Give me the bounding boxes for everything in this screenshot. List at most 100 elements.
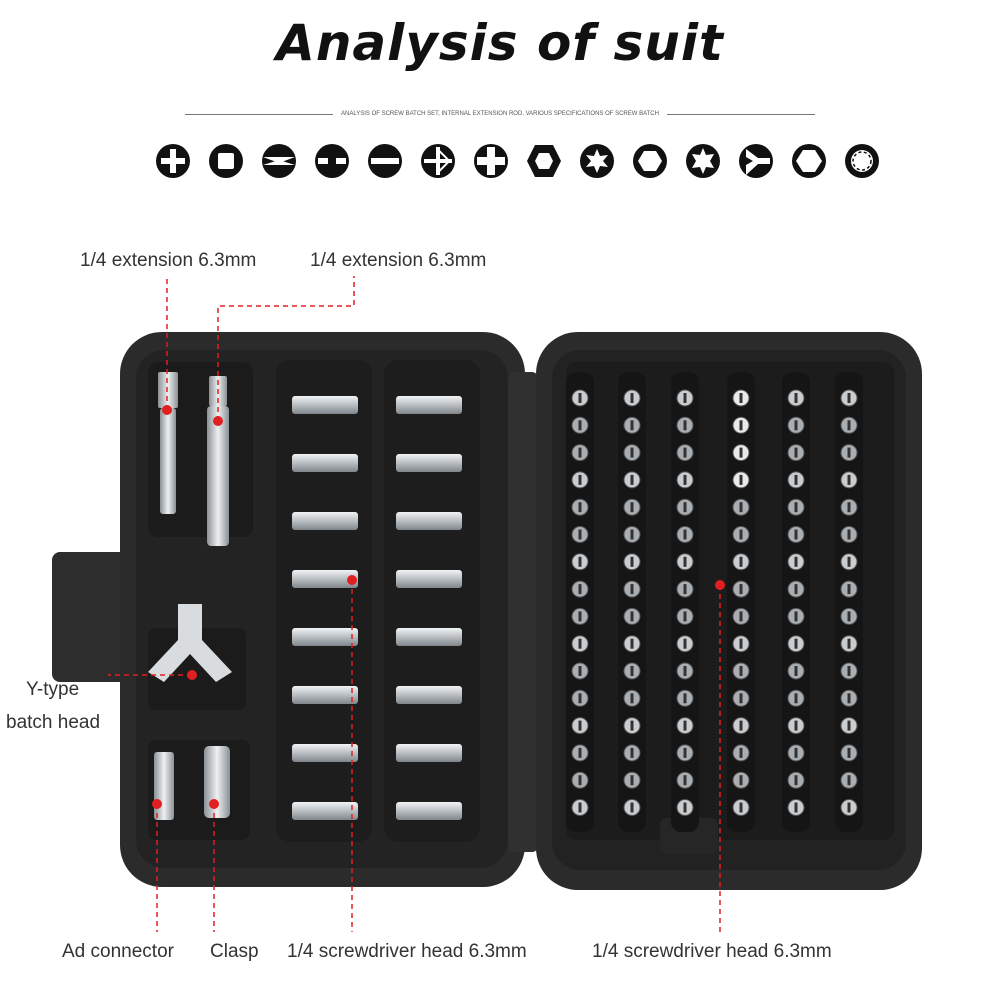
bit-tip-mark	[683, 584, 687, 595]
bit-tip-mark	[630, 693, 634, 704]
bit-tip-mark	[739, 775, 743, 786]
bit-tip-mark	[739, 693, 743, 704]
bit-tip-mark	[847, 611, 851, 622]
long-bits-column-1	[292, 396, 358, 820]
bit-slot	[727, 372, 755, 832]
bit-tip-mark	[794, 802, 798, 813]
extension-rods	[158, 372, 229, 546]
bit-tip-mark	[794, 584, 798, 595]
bit-tip-mark	[683, 393, 687, 403]
bit-tip-mark	[630, 420, 634, 431]
bit-tip-mark	[683, 420, 687, 431]
bit-tip-mark	[794, 420, 798, 431]
bit-tip-mark	[739, 802, 743, 813]
bit-tip-mark	[683, 693, 687, 704]
bit-tip-mark	[847, 474, 851, 485]
bit-tip-mark	[739, 611, 743, 622]
bit-tip-mark	[683, 556, 687, 567]
bit-slot	[835, 372, 863, 832]
bit-tip-mark	[630, 502, 634, 513]
bit-tip-mark	[847, 584, 851, 595]
bit-slot	[782, 372, 810, 832]
bit-tip-mark	[847, 747, 851, 758]
bit-tip-mark	[739, 502, 743, 513]
screwdriver-head-right-label: 1/4 screwdriver head 6.3mm	[592, 941, 832, 962]
bit-tip-mark	[630, 775, 634, 786]
bit-tip-mark	[739, 447, 743, 458]
bit-slot	[671, 372, 699, 832]
bit-tip-mark	[847, 529, 851, 540]
page-title: Analysis of suit	[276, 14, 724, 72]
bit-tip-mark	[739, 529, 743, 540]
bit-tip-mark	[683, 502, 687, 513]
bit-tip-mark	[578, 638, 582, 649]
bit-tip-mark	[578, 502, 582, 513]
bit-tip-mark	[683, 720, 687, 731]
bit-slot	[618, 372, 646, 832]
y-type-label-line2: batch head	[6, 712, 101, 733]
bit-tip-mark	[630, 611, 634, 622]
bit-tip-mark	[794, 747, 798, 758]
bit-tip-mark	[739, 720, 743, 731]
bit-tip-mark	[578, 420, 582, 431]
bit-tip-mark	[794, 611, 798, 622]
bit-tip-mark	[683, 666, 687, 676]
bit-tip-mark	[683, 775, 687, 786]
bit-tip-mark	[578, 474, 582, 485]
bit-tip-mark	[794, 529, 798, 540]
bit-tip-mark	[578, 447, 582, 458]
extension-left-label: 1/4 extension 6.3mm	[80, 250, 257, 271]
bit-tip-mark	[630, 529, 634, 540]
cross-icon	[474, 144, 508, 178]
extension-right-label: 1/4 extension 6.3mm	[310, 250, 487, 271]
bit-tip-mark	[630, 584, 634, 595]
bit-tip-mark	[847, 502, 851, 513]
long-bits-column-2	[396, 396, 462, 820]
subtitle: ANALYSIS OF SCREW BATCH SET, INTERNAL EX…	[341, 111, 659, 117]
connector-label: Ad connector	[62, 941, 174, 962]
bit-tip-mark	[794, 666, 798, 676]
bit-tip-mark	[847, 638, 851, 649]
bit-tip-mark	[847, 447, 851, 458]
bit-tip-mark	[683, 802, 687, 813]
bit-tip-mark	[578, 611, 582, 622]
bit-tip-mark	[739, 393, 743, 403]
bit-tip-mark	[794, 393, 798, 403]
bit-tip-mark	[630, 474, 634, 485]
bit-tip-mark	[578, 720, 582, 731]
bit-tip-mark	[578, 693, 582, 704]
bit-tip-mark	[630, 447, 634, 458]
bit-tip-mark	[578, 584, 582, 595]
bit-tip-mark	[683, 447, 687, 458]
bit-tip-mark	[630, 556, 634, 567]
bit-tip-mark	[739, 474, 743, 485]
bit-tip-mark	[683, 529, 687, 540]
bit-tip-mark	[578, 775, 582, 786]
bit-tip-mark	[847, 666, 851, 676]
bit-tip-mark	[794, 474, 798, 485]
hex-solid-icon	[527, 145, 561, 177]
bit-tip-mark	[630, 393, 634, 403]
bit-tip-mark	[683, 611, 687, 622]
clasp-label: Clasp	[210, 941, 259, 962]
slotted-cut-icon	[262, 144, 296, 178]
bit-tip-mark	[630, 747, 634, 758]
y-type-icon	[739, 144, 773, 178]
callout-lines	[108, 276, 721, 932]
bit-tip-mark	[794, 638, 798, 649]
bit-tip-mark	[683, 638, 687, 649]
star-icon	[686, 144, 720, 178]
bit-tip-mark	[847, 393, 851, 403]
bit-tip-mark	[739, 747, 743, 758]
case-hinge	[508, 372, 538, 852]
pozidriv-icon	[421, 144, 455, 178]
bit-tip-mark	[794, 502, 798, 513]
bit-tip-mark	[739, 666, 743, 676]
bit-tip-mark	[630, 720, 634, 731]
bit-tip-mark	[630, 638, 634, 649]
bit-tip-mark	[739, 420, 743, 431]
bit-tip-mark	[739, 638, 743, 649]
bit-tip-mark	[578, 393, 582, 403]
divider	[666, 113, 815, 115]
divider	[185, 113, 334, 115]
